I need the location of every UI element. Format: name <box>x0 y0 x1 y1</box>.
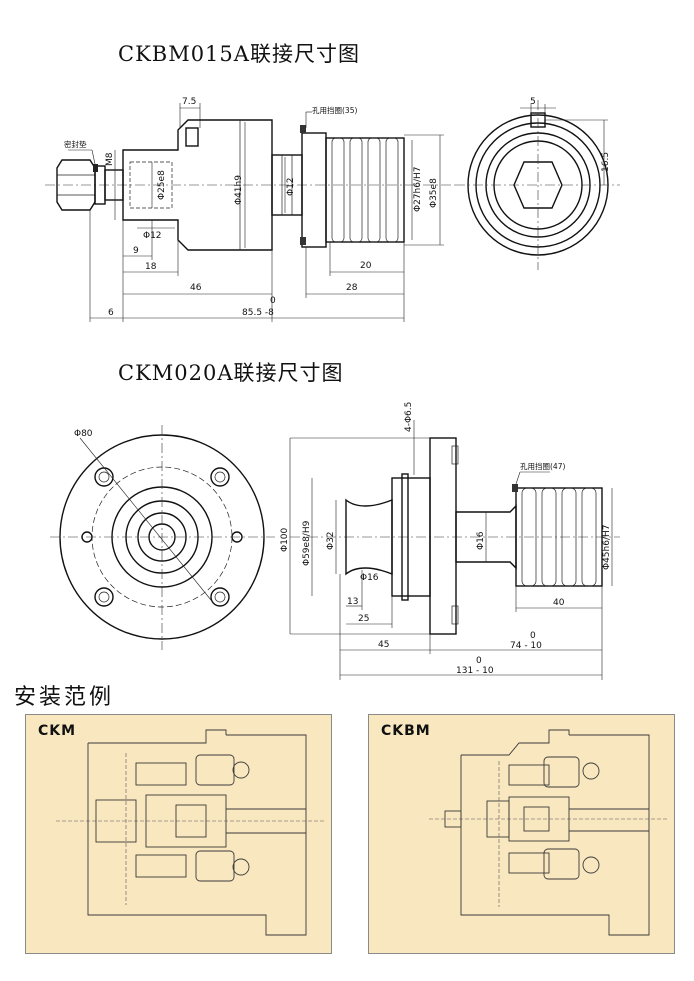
dim-6: 6 <box>108 308 114 318</box>
dim-d25e8: Φ25e8 <box>157 170 167 200</box>
dim-20: 20 <box>360 261 372 271</box>
dim-m8: M8 <box>105 152 115 166</box>
dim-0-b: 0 <box>476 656 482 666</box>
ckm020a-dimensions <box>289 420 613 680</box>
callout-retaining-ring-47: 孔用挡圈(47) <box>520 461 565 471</box>
ckm020a-dim-texts: Φ80 4-Φ6.5 Φ100 Φ59e8/H9 Φ32 Φ16 Φ16 Φ45… <box>74 402 612 676</box>
ckm-example-label: CKM <box>38 723 77 739</box>
dim-d27h6: Φ27h6/H7 <box>413 167 423 213</box>
dim-5: 5 <box>530 97 536 107</box>
dim-40: 40 <box>553 598 565 608</box>
examples-title: 安装范例 <box>14 685 115 710</box>
dim-d41h9: Φ41h9 <box>234 175 244 205</box>
dim-d12-shaft: Φ12 <box>286 177 296 196</box>
dim-0: 0 <box>270 296 276 306</box>
dim-d45h6: Φ45h6/H7 <box>602 525 612 571</box>
dim-131: 131 - 10 <box>456 666 494 676</box>
ckbm015a-title: CKBM015A联接尺寸图 <box>118 42 360 66</box>
dim-85-5: 85.5 -8 <box>242 308 274 318</box>
ckm020a-side-view <box>290 437 620 635</box>
dim-d59e8: Φ59e8/H9 <box>302 520 312 566</box>
ckbm-example-label: CKBM <box>381 723 431 739</box>
ckbm015a-dim-texts: 7.5 M8 Φ25e8 Φ41h9 Φ12 Φ27h6/H7 Φ35e8 Φ1… <box>64 97 611 318</box>
dim-d100: Φ100 <box>280 527 290 552</box>
dim-d16-a: Φ16 <box>476 531 486 550</box>
dim-46: 46 <box>190 283 202 293</box>
dim-9: 9 <box>133 246 139 256</box>
ckbm015a-end-view <box>455 100 620 270</box>
dim-holes: 4-Φ6.5 <box>404 402 414 432</box>
seal-washer-mark <box>93 164 98 172</box>
ckbm-example-panel: CKBM <box>368 714 675 954</box>
ckbm015a-cartridge <box>300 125 405 248</box>
ckm020a-title: CKM020A联接尺寸图 <box>118 361 344 385</box>
dim-d32: Φ32 <box>326 531 336 550</box>
ckm-example-panel: CKM <box>25 714 332 954</box>
dim-d80: Φ80 <box>74 429 93 439</box>
dim-16-5: 16.5 <box>601 152 611 172</box>
dim-28: 28 <box>346 283 358 293</box>
ckm-example-drawing <box>56 729 326 936</box>
ckm020a-drawing: Φ80 4-Φ6.5 Φ100 Φ59e8/H9 Φ32 Φ16 Φ16 Φ45… <box>50 402 620 680</box>
dim-13: 13 <box>347 597 358 607</box>
ckbm-example-drawing <box>429 729 669 936</box>
callout-seal-washer: 密封垫 <box>64 139 87 149</box>
ckm020a-front-view <box>50 425 275 650</box>
dim-d16-b: Φ16 <box>360 573 379 583</box>
dim-d35e8: Φ35e8 <box>429 178 439 208</box>
dim-0-a: 0 <box>530 631 536 641</box>
dim-45: 45 <box>378 640 389 650</box>
ckbm015a-dimensions <box>68 103 444 322</box>
ckbm015a-drawing: 7.5 M8 Φ25e8 Φ41h9 Φ12 Φ27h6/H7 Φ35e8 Φ1… <box>45 97 620 322</box>
dim-25: 25 <box>358 614 369 624</box>
dim-d12-bottom: Φ12 <box>143 231 162 241</box>
dim-74: 74 - 10 <box>510 641 542 651</box>
dim-7-5: 7.5 <box>182 97 196 107</box>
dim-18: 18 <box>145 262 157 272</box>
callout-retaining-ring-35: 孔用挡圈(35) <box>312 105 357 115</box>
